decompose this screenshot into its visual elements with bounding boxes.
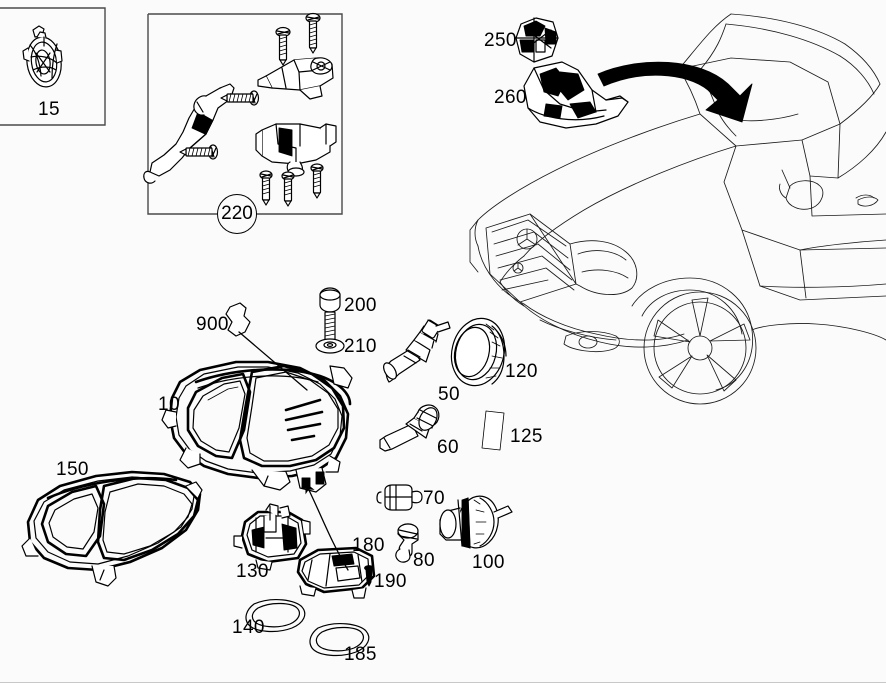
callout-label-70: 70 (423, 488, 445, 509)
callout-label-150: 150 (56, 459, 89, 480)
callout-label-15: 15 (38, 99, 60, 120)
box-15-frame (0, 7, 106, 126)
callout-label-190: 190 (374, 571, 407, 592)
callout-label-220-text: 220 (221, 203, 253, 224)
callout-label-200: 200 (344, 295, 377, 316)
callout-label-180: 180 (352, 535, 385, 556)
part-150-graphic (21, 470, 203, 587)
callout-label-10: 10 (158, 394, 180, 415)
part-15-graphic (22, 25, 63, 88)
screw (310, 163, 324, 199)
screw (220, 90, 260, 106)
part-10-graphic (161, 360, 353, 493)
screw (179, 144, 219, 160)
callout-label-60: 60 (437, 437, 459, 458)
part-185-graphic (309, 622, 370, 657)
callout-label-140: 140 (232, 617, 265, 638)
part-100-graphic (439, 495, 513, 549)
callout-label-120: 120 (505, 361, 538, 382)
screw (305, 12, 321, 54)
part-210-graphic (315, 338, 345, 354)
callout-label-130: 130 (236, 561, 269, 582)
part-130-graphic (233, 503, 311, 571)
part-125-graphic (481, 410, 505, 451)
part-220-kit-graphic (143, 12, 337, 207)
part-140-graphic (245, 598, 306, 633)
callout-label-260: 260 (494, 87, 527, 108)
screw (281, 171, 295, 207)
screw (275, 26, 291, 66)
part-80-graphic (395, 523, 419, 563)
install-arrow-to-windshield (597, 61, 753, 123)
part-900-graphic (225, 302, 308, 391)
part-70-graphic (376, 484, 423, 511)
vehicle-illustration (469, 13, 886, 405)
callout-label-210: 210 (344, 336, 377, 357)
callout-label-80: 80 (413, 550, 435, 571)
callout-label-50: 50 (438, 384, 460, 405)
callout-label-250: 250 (484, 30, 517, 51)
callout-label-100: 100 (472, 552, 505, 573)
callout-label-125: 125 (510, 426, 543, 447)
screw (259, 170, 273, 206)
part-50-graphic (383, 319, 451, 383)
callout-label-900: 900 (196, 314, 229, 335)
part-120-graphic (450, 317, 507, 387)
callout-label-220: 220 (217, 194, 257, 234)
part-190-graphic (364, 565, 374, 587)
box-220-frame (147, 13, 343, 215)
part-260-graphic (523, 61, 629, 129)
part-60-graphic (379, 404, 440, 452)
part-200-graphic (319, 287, 341, 341)
part-250-graphic (515, 17, 559, 63)
callout-label-185: 185 (344, 644, 377, 665)
